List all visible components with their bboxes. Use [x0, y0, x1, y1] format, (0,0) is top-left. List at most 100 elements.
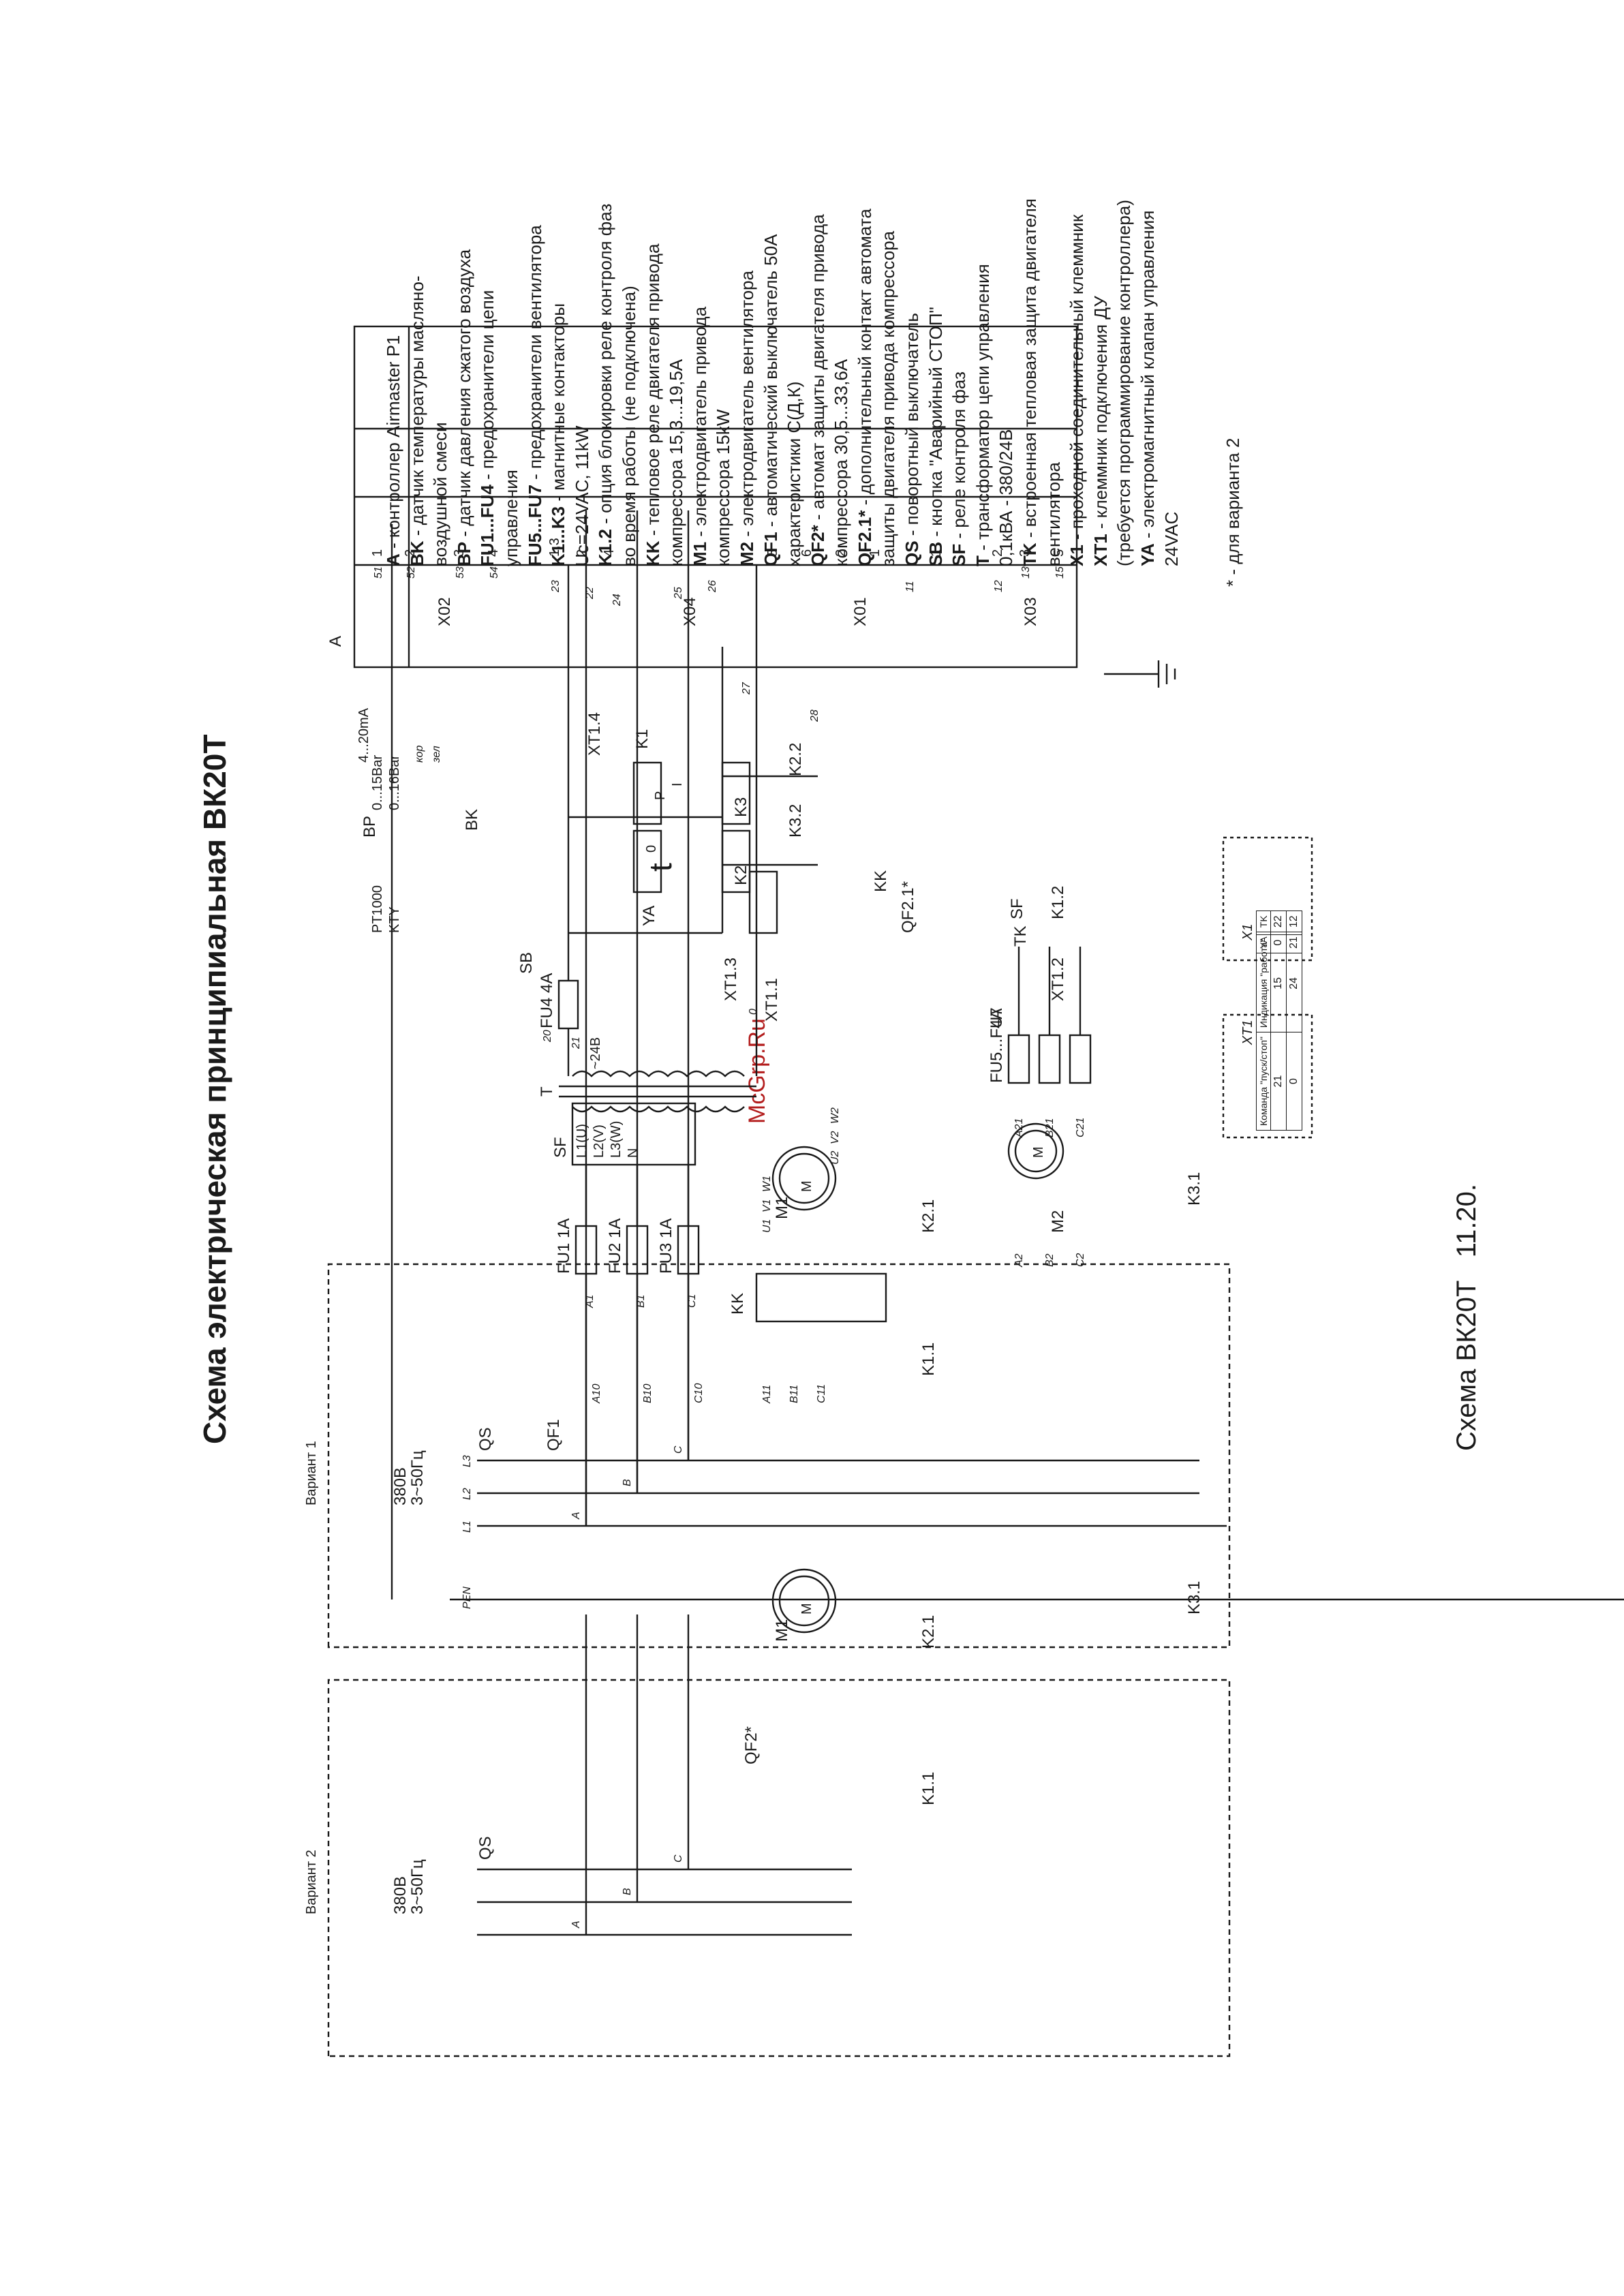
xt1-cell: 21: [1270, 1032, 1287, 1131]
sf-l3: L3(W): [609, 1121, 624, 1158]
l3-label: L3: [461, 1455, 473, 1467]
xt12-label: XT1.2: [1049, 958, 1067, 1001]
sf-label: SF: [551, 1137, 570, 1158]
x1-cell: 21: [1286, 932, 1302, 953]
wire-number: 0: [748, 1009, 759, 1015]
kk-label: KK: [729, 1293, 747, 1315]
wire-number: 54: [489, 566, 500, 579]
k22-label: K2.2: [786, 743, 805, 776]
k21-label: K2.1: [919, 1199, 938, 1233]
sf-l2: L2(V): [592, 1124, 607, 1158]
wire-number: C11: [816, 1384, 827, 1403]
m1-v1: V1: [761, 1199, 773, 1212]
wire-number: B11: [788, 1385, 800, 1403]
k3-coil-label: K3: [732, 797, 750, 817]
terminal-x04-3: 5: [765, 549, 780, 557]
wire-number: 12: [993, 580, 1005, 592]
phase-a-v1: A: [570, 1512, 582, 1520]
k11-v2-label: K1.1: [919, 1772, 938, 1805]
xt14-label: XT1.4: [585, 712, 604, 756]
phase-a-v2: A: [570, 1920, 582, 1929]
phase-b-v2: B: [622, 1888, 633, 1895]
terminal-x04-2: 4: [602, 549, 617, 557]
qs2-label: QS: [476, 1836, 495, 1860]
terminal-x02-2: 3: [452, 549, 467, 557]
qs-label: QS: [476, 1427, 495, 1451]
tk-label: TK: [1011, 925, 1030, 947]
terminal-x04-4: 6: [799, 549, 814, 557]
x1-cell: 22: [1270, 910, 1287, 932]
controller-label: A: [326, 636, 345, 647]
wire-number: 52: [405, 566, 417, 579]
x1-table-title: X1: [1240, 923, 1255, 940]
wire-number: 25: [673, 587, 684, 600]
fu57-label: FU5...FU7: [987, 1007, 1006, 1083]
supply-voltage-v1: 380В: [391, 1467, 410, 1505]
sensor-range-label: 4...20mA: [356, 707, 371, 763]
sensor-range-15: 0...15Bar: [370, 754, 385, 810]
k1-coil-label: K1: [633, 729, 652, 749]
fu1-label: FU1 1A: [555, 1219, 573, 1274]
wire-number: C21: [1075, 1118, 1086, 1137]
terminal-x02-3: 4: [486, 549, 501, 557]
wire-number: 27: [741, 682, 752, 695]
wire-number: 24: [611, 594, 623, 607]
k21-v2-label: K2.1: [919, 1615, 938, 1649]
wire-number: 15: [1054, 566, 1066, 579]
x1-cell: 12: [1286, 910, 1302, 932]
m1-u1: U1: [761, 1219, 773, 1233]
k2-coil-label: K2: [732, 866, 750, 885]
wire-number: 11: [904, 581, 916, 592]
wire-number: A21: [1013, 1118, 1025, 1138]
bp-p: P: [653, 791, 668, 800]
bp-label: BP: [361, 816, 379, 838]
fu2-label: FU2 1A: [606, 1219, 624, 1274]
wire-number: 20: [542, 1030, 553, 1043]
sensor-range-16: 0...16Bar: [387, 754, 402, 810]
m1-u2: U2: [829, 1150, 841, 1165]
xt1-table-title: XT1: [1240, 1020, 1255, 1045]
m1-v2-label: M1: [773, 1619, 791, 1642]
bk-0: 0: [644, 845, 659, 853]
kty-label: KTY: [387, 906, 402, 933]
fu3-label: FU3 1A: [657, 1219, 675, 1274]
x03-label: X03: [1022, 597, 1040, 626]
k31-label: K3.1: [1185, 1172, 1204, 1206]
m1-w1: W1: [761, 1176, 773, 1192]
phase-c-v1: C: [673, 1445, 684, 1454]
x1-cell: 0: [1270, 932, 1287, 953]
xt1-header-cell: Команда "пуск/стоп": [1256, 1032, 1271, 1131]
kk-contact-label: KK: [872, 870, 890, 892]
wire-number: 53: [455, 566, 466, 579]
x01-label: X01: [851, 597, 870, 626]
wire-number: C10: [693, 1383, 705, 1403]
pt1000-label: PT1000: [370, 885, 385, 933]
bp-i: I: [670, 782, 685, 786]
supply-voltage-v2: 380В: [391, 1876, 410, 1914]
m1-v2-symbol: M: [799, 1603, 814, 1614]
xt1-header-row: Команда "пуск/стоп"Индикация "работа": [1256, 934, 1271, 1131]
l2-label: L2: [461, 1488, 473, 1500]
sb-label: SB: [517, 952, 536, 974]
variant-1-frame: [327, 1263, 1231, 1649]
wire-number: 28: [809, 709, 821, 722]
wire-number: A2: [1013, 1253, 1025, 1268]
m2-label: M2: [1049, 1210, 1067, 1233]
m1-v2: V2: [829, 1131, 841, 1144]
supply-freq-v2: 3~50Гц: [408, 1859, 427, 1914]
x1-header-cell: YA: [1256, 932, 1271, 953]
m1-label: M1: [773, 1197, 791, 1219]
wire-number: B2: [1044, 1253, 1056, 1267]
phase-c-v2: C: [673, 1854, 684, 1863]
wire-number: 22: [584, 587, 596, 600]
sf-l1: L1(U): [574, 1124, 589, 1158]
terminal-x03-3: 5: [1052, 549, 1067, 557]
